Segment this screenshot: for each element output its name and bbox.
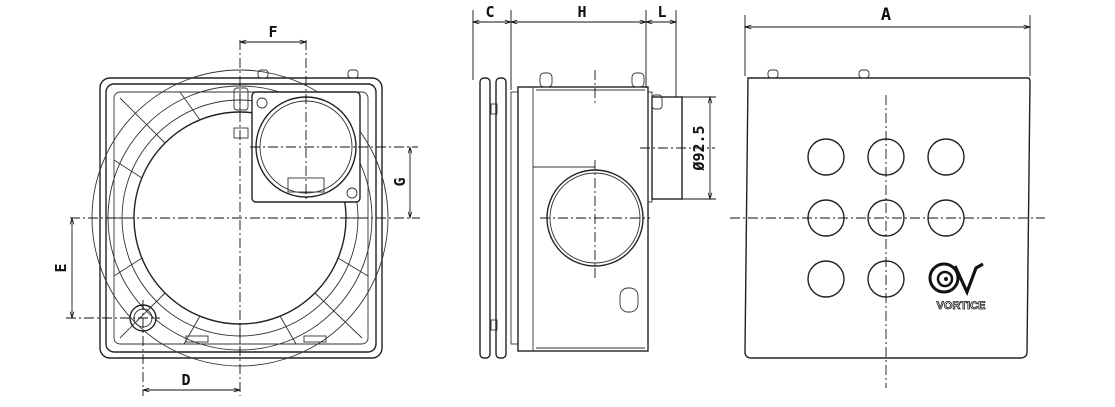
rear-view: F G E D (52, 23, 420, 396)
dimension-diameter-label: Ø92.5 (690, 125, 708, 171)
dimension-e-label: E (52, 263, 70, 272)
dimension-g-label: G (391, 177, 409, 186)
brand-name: VORTICE (937, 300, 986, 312)
dimension-c-label: C (485, 3, 494, 21)
dimension-h-label: H (577, 3, 586, 21)
front-view: VORTICE A (730, 5, 1045, 388)
dimension-a-label: A (881, 5, 891, 25)
dimension-d-label: D (181, 371, 190, 389)
vortice-logo: VORTICE (928, 262, 986, 312)
dimension-l-label: L (657, 3, 666, 21)
side-view: C H L Ø92.5 (473, 3, 716, 359)
dimension-f-label: F (268, 23, 277, 41)
